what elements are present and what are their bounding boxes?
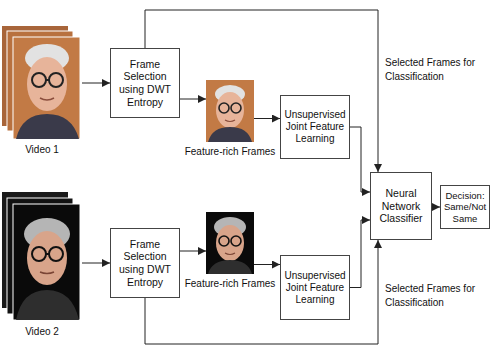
video-frames-illustration: [2, 192, 82, 322]
box-text: Frame Selection using DWT Entropy: [114, 238, 176, 288]
frame-thumbnail-illustration: [206, 212, 254, 274]
process-box: Frame Selection using DWT Entropy: [110, 48, 180, 118]
decision-box: Decision: Same/Not Same: [440, 185, 490, 229]
frame-thumbnail-illustration: [206, 80, 254, 142]
connector-arrow: [350, 127, 370, 192]
connector-arrow: [254, 118, 280, 119]
video-frames-illustration: [2, 26, 82, 140]
video-frames: Video 1: [2, 26, 82, 156]
video-frames: Video 2: [2, 192, 82, 338]
process-box: Frame Selection using DWT Entropy: [110, 228, 180, 298]
process-box: Unsupervised Joint Feature Learning: [280, 95, 350, 159]
connector-arrow: [180, 251, 206, 252]
image-caption: Video 1: [2, 144, 82, 156]
connector-arrow: [254, 264, 280, 265]
box-text: Decision: Same/Not Same: [444, 190, 486, 224]
box-text: Unsupervised Joint Feature Learning: [284, 270, 346, 306]
image-caption: Feature-rich Frames: [180, 146, 280, 158]
image-caption: Video 2: [2, 326, 82, 338]
connector-arrow: [82, 263, 110, 264]
process-box: Unsupervised Joint Feature Learning: [280, 255, 350, 320]
connector-arrow: [82, 83, 110, 84]
frame-thumbnail: Feature-rich Frames: [180, 212, 280, 290]
frame-thumbnail: Feature-rich Frames: [180, 80, 280, 158]
edge-label: Selected Frames for Classification: [383, 56, 485, 83]
box-text: Frame Selection using DWT Entropy: [114, 58, 176, 108]
box-text: Neural Network Classifier: [374, 187, 428, 225]
classifier-box: Neural Network Classifier: [370, 172, 432, 240]
image-caption: Feature-rich Frames: [180, 278, 280, 290]
connector-arrow: [432, 207, 440, 208]
box-text: Unsupervised Joint Feature Learning: [284, 109, 346, 145]
edge-label: Selected Frames for Classification: [383, 282, 485, 309]
connector-arrow: [180, 99, 206, 100]
connector-arrow: [350, 220, 370, 288]
